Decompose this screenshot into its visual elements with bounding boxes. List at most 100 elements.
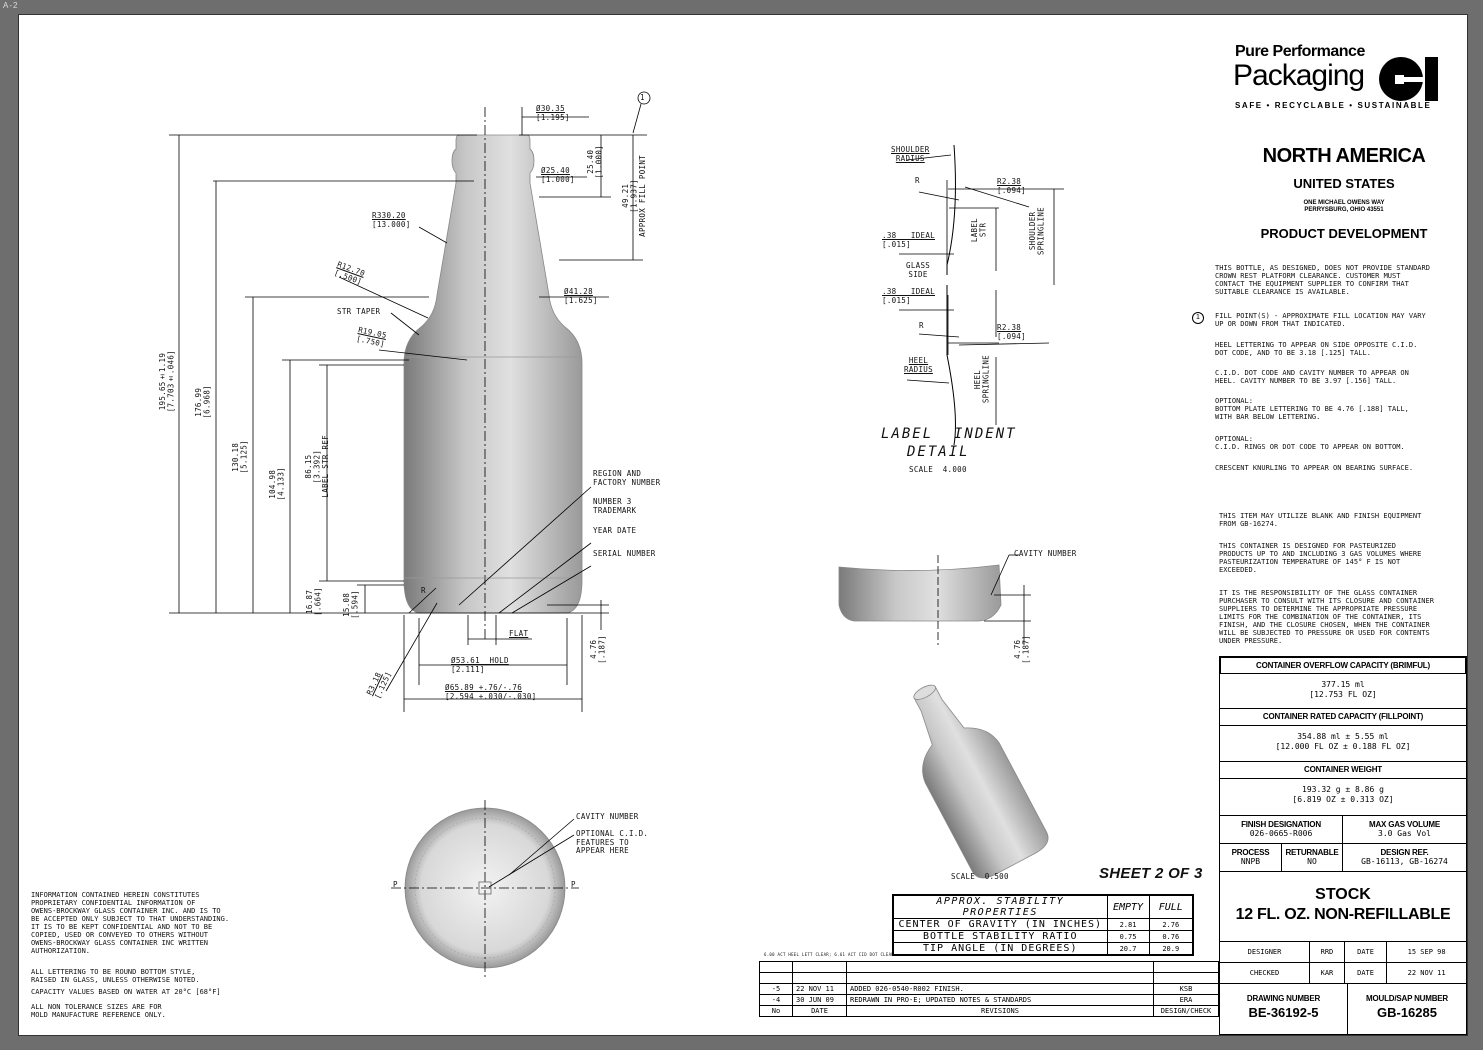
note-bottom-plate: OPTIONAL: BOTTOM PLATE LETTERING TO BE 4… xyxy=(1215,397,1409,421)
year-date-label: YEAR DATE xyxy=(593,526,637,535)
rev-by: ERA xyxy=(1153,994,1219,1006)
overflow-capacity-oz: [12.753 FL OZ] xyxy=(1309,690,1377,699)
designer-initials: RRD xyxy=(1309,941,1345,963)
heel-cavity-number-label: CAVITY NUMBER xyxy=(1014,549,1077,558)
dim-body-diameter: Ø65.89 +.76/-.76[2.594 +.030/-.030] xyxy=(445,683,537,701)
drawing-geometry xyxy=(169,57,1438,977)
dim-15: 15.08 [.594] xyxy=(342,590,360,619)
note-knurling: CRESCENT KNURLING TO APPEAR ON BEARING S… xyxy=(1215,464,1414,472)
drawing-number: BE-36192-5 xyxy=(1248,1005,1319,1020)
iso-scale: SCALE 0.500 xyxy=(951,872,1009,881)
rev-desc: ADDED 026-0540-R002 FINISH. xyxy=(846,983,1154,995)
dim-hold-diameter: Ø53.61 HOLD[2.111] xyxy=(451,656,509,674)
stability-label: CENTER OF GRAVITY (IN INCHES) xyxy=(892,918,1108,931)
title-line-2: 12 FL. OZ. NON-REFILLABLE xyxy=(1235,906,1451,923)
finish-designation-label: FINISH DESIGNATION xyxy=(1241,820,1321,829)
dim-130: 130.18 [5.125] xyxy=(231,440,249,474)
stability-label: BOTTLE STABILITY RATIO xyxy=(892,930,1108,943)
heel-springline-label: HEEL SPRINGLINE xyxy=(973,355,991,404)
stability-label: TIP ANGLE (IN DEGREES) xyxy=(892,942,1108,956)
heel-radius-label: HEEL RADIUS xyxy=(904,356,933,374)
checked-date: 22 NOV 11 xyxy=(1386,962,1467,984)
drawing-number-label: DRAWING NUMBER xyxy=(1246,994,1321,1003)
detail-title-2: DETAIL xyxy=(907,444,970,460)
dim-104: 104.98 [4.133] xyxy=(268,467,286,501)
checked-date-label: DATE xyxy=(1343,962,1388,984)
shoulder-springline-label: SHOULDER SPRINGLINE xyxy=(1028,207,1046,256)
max-gas-volume: 3.0 Gas Vol xyxy=(1378,829,1431,838)
rev-no: -4 xyxy=(759,994,793,1006)
bottle-main-view xyxy=(403,134,583,614)
design-ref-value: GB-16113, GB-16274 xyxy=(1361,857,1448,866)
brand-line-2: Packaging xyxy=(1233,59,1365,92)
fill-note-marker: 1 xyxy=(640,93,645,102)
title-line-1: STOCK xyxy=(1315,886,1371,903)
rated-capacity-oz: [12.000 FL OZ ± 0.188 FL OZ] xyxy=(1275,742,1411,751)
stability-full-value: 20.9 xyxy=(1148,942,1194,956)
capacity-basis-note: CAPACITY VALUES BASED ON WATER AT 20°C [… xyxy=(31,988,221,996)
stability-header-full: FULL xyxy=(1148,894,1194,919)
rev-desc: REDRAWN IN PRO-E; UPDATED NOTES & STANDA… xyxy=(846,994,1154,1006)
rev-header-no: No xyxy=(759,1005,793,1017)
centerline-right: P xyxy=(571,880,576,889)
label-str-label: LABEL STR xyxy=(970,218,988,243)
dim-overall-height: 195.65±1.19 [7.703±.046] xyxy=(158,350,176,413)
sheet-number: SHEET 2 OF 3 xyxy=(1099,865,1203,882)
oi-logo xyxy=(1379,57,1438,101)
detail-title-1: LABEL INDENT xyxy=(881,426,1017,442)
bottom-cavity-number-label: CAVITY NUMBER xyxy=(576,812,639,821)
overflow-capacity-label: CONTAINER OVERFLOW CAPACITY (BRIMFUL) xyxy=(1256,661,1430,670)
stability-header: APPROX. STABILITY PROPERTIES xyxy=(892,894,1108,919)
dim-86: 86.15 [3.392] LABEL STR REF xyxy=(304,435,330,498)
dim-neck-diameter: Ø25.40[1.000] xyxy=(541,166,575,184)
brand-line-1: Pure Performance xyxy=(1235,43,1365,60)
rev-date: 30 JUN 09 xyxy=(792,994,847,1006)
designer-date-label: DATE xyxy=(1343,941,1388,963)
stability-empty-value: 0.75 xyxy=(1106,930,1150,943)
finish-designation: 026-0665-R006 xyxy=(1249,829,1313,838)
dim-top-diameter: Ø30.35[1.195] xyxy=(536,104,570,122)
note-fill-point: FILL POINT(S) - APPROXIMATE FILL LOCATIO… xyxy=(1215,312,1426,328)
stability-empty-value: 2.81 xyxy=(1106,918,1150,931)
checker-initials: KAR xyxy=(1309,962,1345,984)
detail-r-label: R xyxy=(915,176,920,185)
heel-dim-476: 4.76 [.187] xyxy=(1013,635,1031,664)
rev-header-date: DATE xyxy=(792,1005,847,1017)
proprietary-note: INFORMATION CONTAINED HEREIN CONSTITUTES… xyxy=(31,891,230,955)
max-gas-label: MAX GAS VOLUME xyxy=(1369,820,1440,829)
note-pressure: IT IS THE RESPONSIBILITY OF THE GLASS CO… xyxy=(1219,589,1434,645)
sheet-id: A-2 xyxy=(3,1,19,10)
tolerance-note: ALL NON TOLERANCE SIZES ARE FOR MOLD MAN… xyxy=(31,1003,166,1019)
dim-176: 176.99 [6.968] xyxy=(194,385,212,419)
detail-scale: SCALE 4.000 xyxy=(909,465,967,474)
overflow-capacity-ml: 377.15 ml xyxy=(1321,680,1365,689)
dim-finish-height: 25.40 [1.000] xyxy=(586,145,604,179)
process-label: PROCESS xyxy=(1231,848,1270,857)
brand-tagline: SAFE • RECYCLABLE • SUSTAINABLE xyxy=(1235,101,1432,110)
rated-capacity-label: CONTAINER RATED CAPACITY (FILLPOINT) xyxy=(1262,712,1424,721)
rated-capacity-ml: 354.88 ml ± 5.55 ml xyxy=(1297,732,1389,741)
str-taper-label: STR TAPER xyxy=(337,307,381,316)
rev-header-revisions: REVISIONS xyxy=(846,1005,1154,1017)
shoulder-radius-label: SHOULDER RADIUS xyxy=(891,145,930,163)
rev-date: 22 NOV 11 xyxy=(792,983,847,995)
detail-r238-2: R2.38[.094] xyxy=(997,323,1026,341)
stability-full-value: 2.76 xyxy=(1148,918,1194,931)
address-line-1: ONE MICHAEL OWENS WAY xyxy=(1303,200,1385,206)
lettering-note: ALL LETTERING TO BE ROUND BOTTOM STYLE, … xyxy=(31,968,200,984)
dim-476: 4.76 [.187] xyxy=(589,635,607,664)
rev-header-design: DESIGN/CHECK xyxy=(1153,1005,1219,1017)
process-value: NNPB xyxy=(1240,857,1261,866)
bottle-iso-view xyxy=(913,684,1049,879)
mould-number-label: MOULD/SAP NUMBER xyxy=(1366,994,1448,1003)
stability-full-value: 0.76 xyxy=(1148,930,1194,943)
note-cid-rings: OPTIONAL: C.I.D. RINGS OR DOT CODE TO AP… xyxy=(1215,435,1405,451)
